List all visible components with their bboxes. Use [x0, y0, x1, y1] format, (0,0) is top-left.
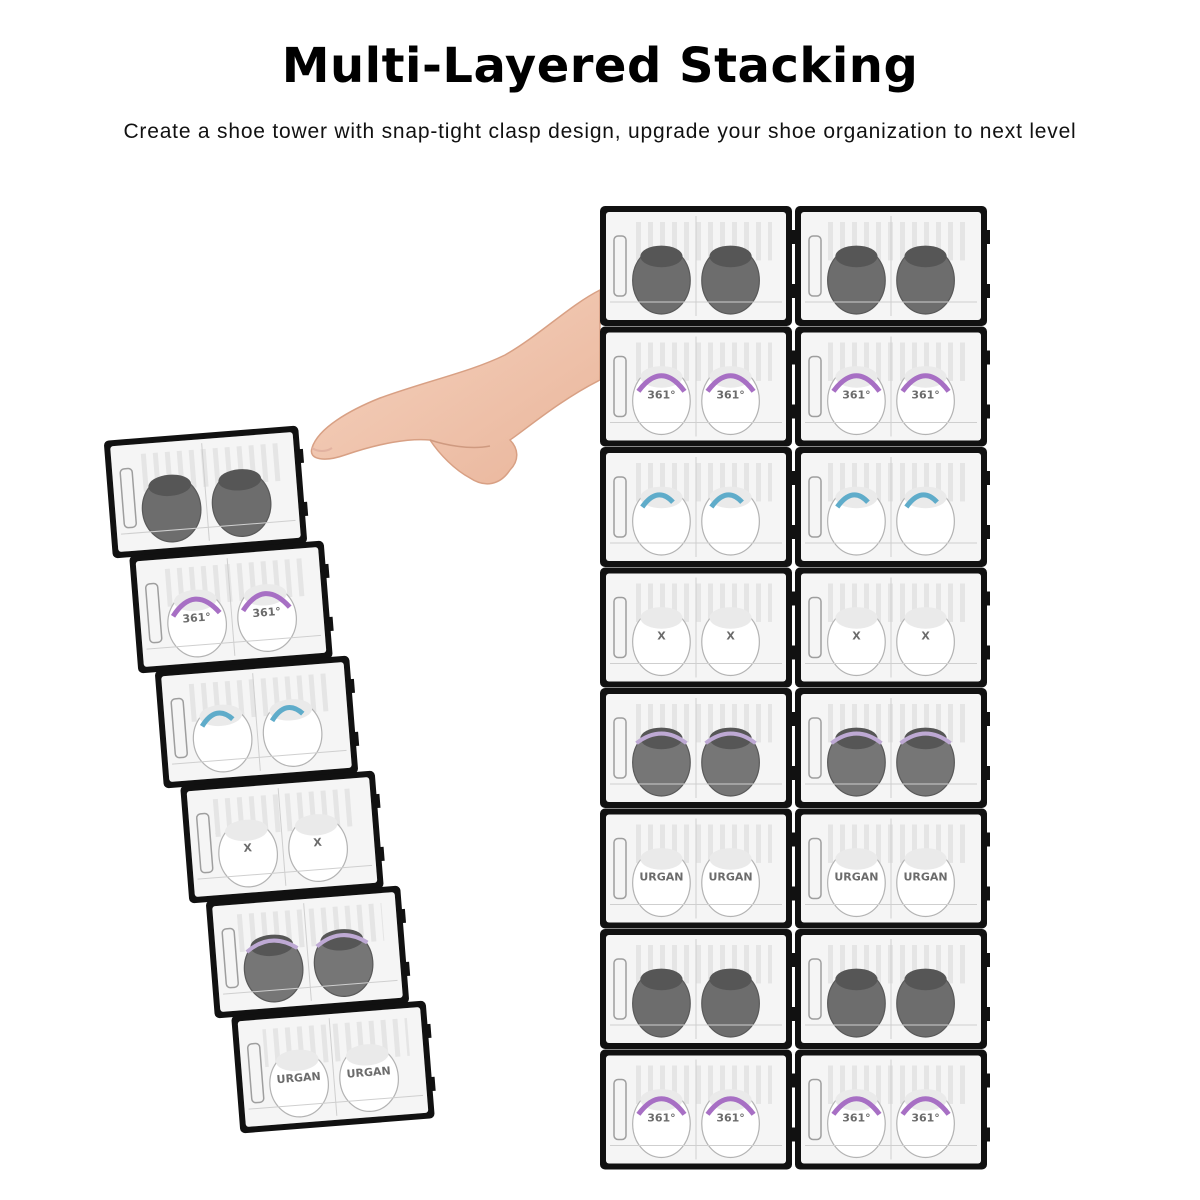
right-shoe-box: URGAN URGAN — [795, 808, 990, 929]
pointing-hand — [310, 288, 601, 485]
right-shoe-box — [795, 447, 990, 567]
left-shoe-box — [206, 885, 411, 1019]
page-title: Multi-Layered Stacking — [281, 38, 919, 94]
shoe-logo-text: 361° — [252, 605, 281, 620]
left-shoe-box: URGAN URGAN — [231, 1000, 436, 1134]
page-subtitle: Create a shoe tower with snap-tight clas… — [123, 120, 1077, 143]
right-shoe-box: 361° 361° — [600, 1049, 795, 1170]
shoe-logo-text: 361° — [842, 1112, 870, 1125]
shoe-logo-text: URGAN — [903, 871, 947, 884]
right-shoe-box — [600, 929, 795, 1049]
right-shoe-box — [795, 206, 990, 326]
left-shoe-box — [155, 655, 360, 789]
right-shoe-box — [600, 447, 795, 567]
shoe-logo-text: 361° — [911, 1112, 939, 1125]
shoe-logo-text: URGAN — [276, 1070, 321, 1086]
right-shoe-box — [795, 688, 990, 808]
right-shoe-box: 361° 361° — [795, 326, 990, 447]
left-shoe-box: 361° 361° — [129, 540, 334, 674]
shoe-logo-text: URGAN — [834, 871, 878, 884]
right-shoe-box: 361° 361° — [795, 1049, 990, 1170]
shoe-logo-text: 361° — [716, 1112, 744, 1125]
shoe-logo-text: 361° — [911, 389, 939, 402]
shoe-logo-text: 361° — [647, 1112, 675, 1125]
right-shoe-box — [600, 688, 795, 808]
right-shoe-box — [600, 206, 795, 326]
right-shoe-box — [795, 929, 990, 1049]
shoe-logo-text: X — [657, 630, 666, 643]
shoe-logo-text: 361° — [647, 389, 675, 402]
right-shoe-box: 361° 361° — [600, 326, 795, 447]
shoe-logo-text: 361° — [716, 389, 744, 402]
right-shoe-box: URGAN URGAN — [600, 808, 795, 929]
shoe-logo-text: URGAN — [708, 871, 752, 884]
shoe-logo-text: X — [921, 630, 930, 643]
shoe-logo-text: URGAN — [346, 1064, 391, 1080]
shoe-logo-text: X — [852, 630, 861, 643]
shoe-logo-text: X — [726, 630, 735, 643]
shoe-logo-text: 361° — [182, 610, 211, 625]
shoe-logo-text: 361° — [842, 389, 870, 402]
shoe-logo-text: URGAN — [639, 871, 683, 884]
left-shoe-box — [104, 425, 309, 559]
shoe-logo-text: X — [313, 836, 323, 850]
shoe-logo-text: X — [243, 841, 253, 855]
